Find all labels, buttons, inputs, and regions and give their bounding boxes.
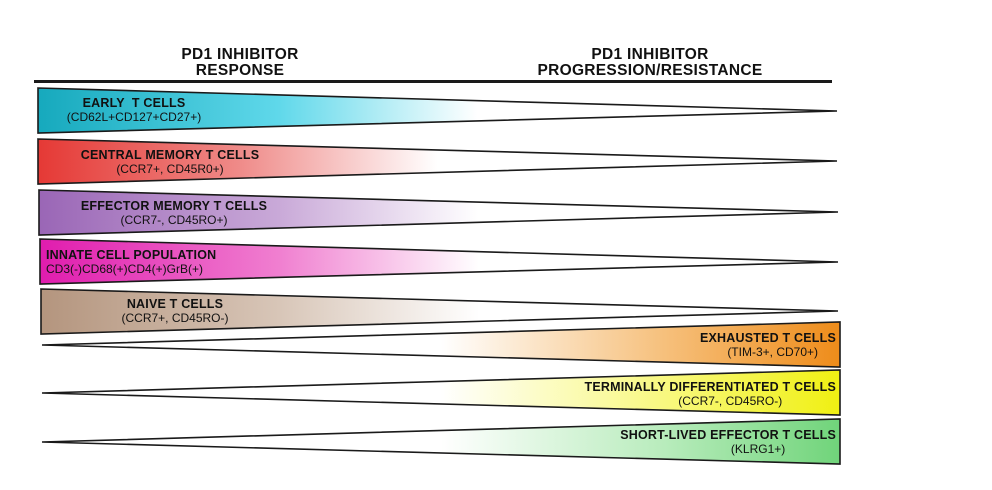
innate-cell-label: INNATE CELL POPULATION CD3(-)CD68(+)CD4(…	[46, 248, 216, 276]
response-column-title: PD1 INHIBITOR RESPONSE	[140, 47, 340, 79]
terminally-differentiated-label: TERMINALLY DIFFERENTIATED T CELLS (CCR7-…	[584, 380, 836, 408]
innate-cell-title: INNATE CELL POPULATION	[46, 248, 217, 262]
naive-t-cells-wedge	[40, 288, 839, 335]
resistance-title-line2: PROGRESSION/RESISTANCE	[537, 62, 763, 79]
central-memory-label: CENTRAL MEMORY T CELLS (CCR7+, CD45R0+)	[46, 148, 294, 176]
exhausted-t-cells-wedge	[41, 321, 841, 368]
naive-t-cells-label: NAIVE T CELLS (CCR7+, CD45RO-)	[86, 297, 264, 325]
terminally-differentiated-wedge	[41, 369, 841, 416]
naive-t-cells-title: NAIVE T CELLS	[126, 297, 224, 311]
early-t-cells-markers: (CD62L+CD127+CD27+)	[66, 110, 202, 124]
innate-cell-wedge	[39, 238, 839, 285]
exhausted-t-cells-markers: (TIM-3+, CD70+)	[727, 345, 818, 359]
central-memory-title: CENTRAL MEMORY T CELLS	[80, 148, 260, 162]
short-lived-effector-title: SHORT-LIVED EFFECTOR T CELLS	[620, 428, 836, 442]
terminally-differentiated-title: TERMINALLY DIFFERENTIATED T CELLS	[584, 380, 836, 394]
exhausted-t-cells-title: EXHAUSTED T CELLS	[699, 331, 836, 345]
response-title-line1: PD1 INHIBITOR	[181, 46, 299, 63]
effector-memory-markers: (CCR7-, CD45RO+)	[120, 213, 228, 227]
resistance-column-title: PD1 INHIBITOR PROGRESSION/RESISTANCE	[450, 47, 850, 79]
response-title-line2: RESPONSE	[195, 62, 285, 79]
short-lived-effector-wedge	[41, 418, 841, 465]
early-t-cells-wedge	[37, 87, 838, 134]
innate-cell-markers: CD3(-)CD68(+)CD4(+)GrB(+)	[46, 262, 204, 276]
central-memory-markers: (CCR7+, CD45R0+)	[116, 162, 224, 176]
terminally-differentiated-markers: (CCR7-, CD45RO-)	[678, 394, 783, 408]
central-memory-wedge	[37, 138, 838, 185]
effector-memory-wedge	[38, 189, 839, 236]
effector-memory-title: EFFECTOR MEMORY T CELLS	[80, 199, 268, 213]
exhausted-t-cells-label: EXHAUSTED T CELLS (TIM-3+, CD70+)	[700, 331, 836, 359]
short-lived-effector-label: SHORT-LIVED EFFECTOR T CELLS (KLRG1+)	[620, 428, 836, 456]
short-lived-effector-markers: (KLRG1+)	[730, 442, 786, 456]
early-t-cells-title: EARLY T CELLS	[82, 96, 186, 110]
header-divider	[34, 80, 832, 83]
naive-t-cells-markers: (CCR7+, CD45RO-)	[121, 311, 229, 325]
resistance-title-line1: PD1 INHIBITOR	[591, 46, 709, 63]
early-t-cells-label: EARLY T CELLS (CD62L+CD127+CD27+)	[44, 96, 224, 124]
effector-memory-label: EFFECTOR MEMORY T CELLS (CCR7-, CD45RO+)	[46, 199, 302, 227]
